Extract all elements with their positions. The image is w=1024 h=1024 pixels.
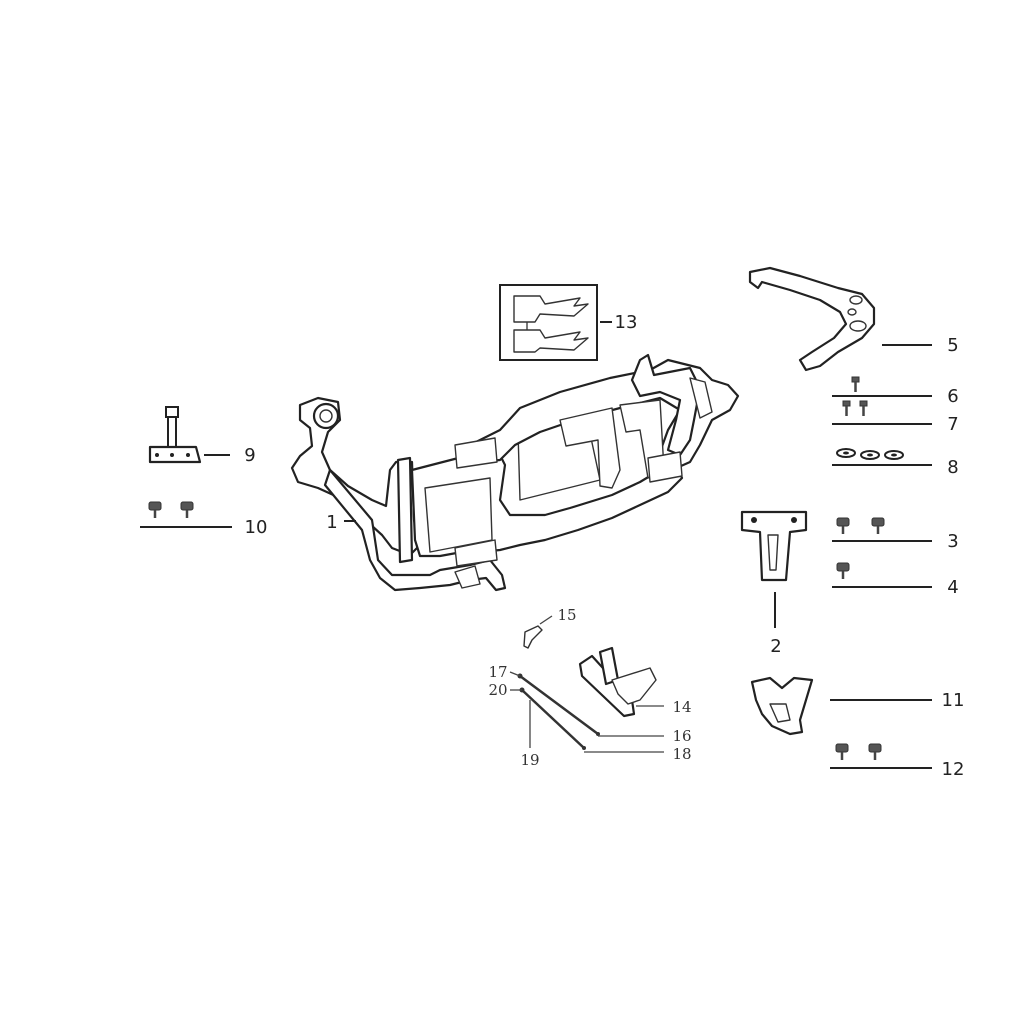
callout-12: 12: [942, 759, 965, 780]
callout-11: 11: [942, 690, 965, 711]
plate-bracket-2: [740, 510, 808, 582]
rear-grab-rail: [748, 266, 876, 372]
mounting-bracket-9: [148, 406, 202, 464]
main-frame: [290, 353, 740, 592]
screw-pair-7: [842, 400, 868, 416]
bolt-4: [836, 562, 850, 579]
callout-2: 2: [770, 636, 781, 657]
callout-3: 3: [947, 531, 958, 552]
callout-4: 4: [947, 577, 958, 598]
callout-5: 5: [947, 335, 958, 356]
callout-9: 9: [244, 445, 255, 466]
callout-8: 8: [947, 457, 958, 478]
clip-set-box: [499, 284, 598, 361]
leader-15: [539, 615, 553, 625]
callout-20: 20: [488, 681, 507, 699]
callout-14: 14: [672, 698, 691, 716]
bolt-pair-12: [835, 743, 882, 760]
center-stand-14: [578, 646, 657, 718]
callout-6: 6: [947, 386, 958, 407]
callout-10: 10: [245, 517, 268, 538]
pin-15: [523, 625, 543, 649]
callout-17: 17: [488, 663, 507, 681]
bolt-pair-3: [836, 517, 885, 534]
cover-shield-11: [750, 676, 814, 736]
leader-17: [509, 671, 521, 677]
callout-16: 16: [672, 727, 691, 745]
washer-set-8: [836, 448, 904, 460]
screw-6: [851, 376, 860, 392]
callout-1: 1: [326, 512, 337, 533]
callout-15: 15: [557, 606, 576, 624]
callout-13: 13: [615, 312, 638, 333]
bolt-pair-10: [148, 501, 194, 518]
callout-7: 7: [947, 414, 958, 435]
callout-19: 19: [520, 751, 539, 769]
callout-18: 18: [672, 745, 691, 763]
